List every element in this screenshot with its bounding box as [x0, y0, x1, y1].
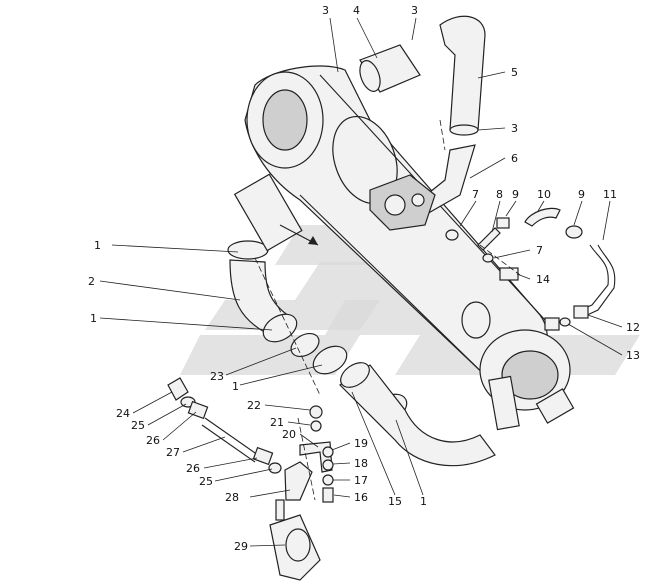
- callout-8: 8: [496, 188, 503, 201]
- callout-labels: 3 4 3 5 3 6 7 8 9 10 9 11 7 14 1 2 1 12 …: [88, 4, 640, 553]
- callout-4: 4: [353, 4, 360, 17]
- callout-20: 20: [282, 428, 296, 441]
- callout-1b: 1: [90, 312, 97, 325]
- bracket-and-hardware: [299, 405, 334, 503]
- callout-14: 14: [536, 273, 550, 286]
- callout-19: 19: [354, 437, 368, 450]
- callout-7b: 7: [536, 244, 543, 257]
- callout-3a: 3: [322, 4, 329, 17]
- callout-23: 23: [210, 370, 224, 383]
- callout-3b: 3: [411, 4, 418, 17]
- callout-1c: 1: [232, 380, 239, 393]
- callout-26a: 26: [146, 434, 160, 447]
- callout-21: 21: [270, 416, 284, 429]
- callout-10: 10: [537, 188, 551, 201]
- callout-29: 29: [234, 540, 248, 553]
- callout-17: 17: [354, 474, 368, 487]
- pipe-4: [359, 44, 421, 93]
- callout-9a: 9: [512, 188, 519, 201]
- callout-22: 22: [247, 399, 261, 412]
- hose-23: [290, 332, 320, 358]
- center-lines: [254, 119, 521, 501]
- callout-7a: 7: [472, 188, 479, 201]
- callout-2: 2: [88, 275, 95, 288]
- callout-11: 11: [603, 188, 617, 201]
- callout-6: 6: [511, 152, 518, 165]
- callout-15: 15: [388, 495, 402, 508]
- callout-18: 18: [354, 457, 368, 470]
- leader-lines: [99, 17, 623, 547]
- callout-25b: 25: [199, 475, 213, 488]
- valve-29: [269, 499, 321, 581]
- small-fittings: [445, 207, 616, 331]
- callout-27: 27: [166, 446, 180, 459]
- pipe-5: [439, 15, 486, 136]
- callout-26b: 26: [186, 462, 200, 475]
- callout-13: 13: [626, 349, 640, 362]
- pipe-assembly-left: [167, 377, 313, 501]
- callout-24: 24: [116, 407, 130, 420]
- callout-9b: 9: [578, 188, 585, 201]
- callout-1d: 1: [420, 495, 427, 508]
- callout-25a: 25: [131, 419, 145, 432]
- flow-arrow: [279, 224, 319, 246]
- callout-28: 28: [225, 491, 239, 504]
- callout-16: 16: [354, 491, 368, 504]
- hose-15: [339, 362, 496, 467]
- callout-12: 12: [626, 321, 640, 334]
- valve-block: [369, 174, 436, 231]
- callout-5: 5: [511, 66, 518, 79]
- callout-1a: 1: [94, 239, 101, 252]
- callout-3c: 3: [511, 122, 518, 135]
